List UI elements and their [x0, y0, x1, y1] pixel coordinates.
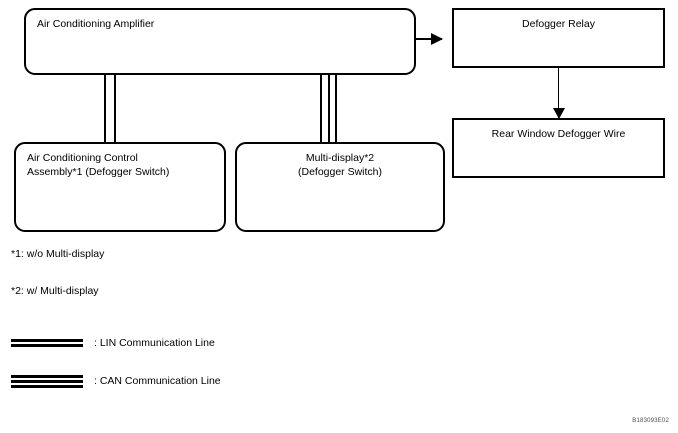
legend-item-can: : CAN Communication Line [11, 371, 221, 391]
block-air-conditioning-control-assembly: Air Conditioning Control Assembly*1 (Def… [14, 142, 226, 232]
block-label-multi-display: Multi-display*2 (Defogger Switch) [297, 152, 383, 178]
block-label-rear-window-defogger-wire: Rear Window Defogger Wire [491, 128, 626, 140]
bus-conductor [104, 73, 106, 144]
footnote-2: *2: w/ Multi-display [11, 285, 99, 297]
connector-can-bus-amplifier-to-multi-display [320, 73, 337, 144]
bus-conductor [114, 73, 116, 144]
legend-label-lin: : LIN Communication Line [94, 337, 215, 349]
arrow-defogger-relay-to-rear-window-defogger-wire [552, 68, 565, 119]
arrow-amplifier-to-defogger-relay [416, 33, 443, 45]
can-line-symbol-icon [11, 374, 83, 388]
reference-code: B183093E02 [632, 418, 669, 424]
block-multi-display: Multi-display*2 (Defogger Switch) [235, 142, 445, 232]
block-label-air-conditioning-amplifier: Air Conditioning Amplifier [37, 18, 155, 30]
legend-item-lin: : LIN Communication Line [11, 333, 215, 353]
block-defogger-relay: Defogger Relay [452, 8, 665, 68]
bus-conductor [335, 73, 337, 144]
block-label-air-conditioning-control-assembly: Air Conditioning Control Assembly*1 (Def… [27, 152, 170, 178]
block-air-conditioning-amplifier: Air Conditioning Amplifier [24, 8, 416, 75]
bus-conductor [327, 73, 330, 144]
footnote-1: *1: w/o Multi-display [11, 248, 105, 260]
block-label-defogger-relay: Defogger Relay [522, 18, 595, 30]
connector-lin-bus-amplifier-to-control-assembly [104, 73, 116, 144]
bus-conductor [320, 73, 322, 144]
block-rear-window-defogger-wire: Rear Window Defogger Wire [452, 118, 665, 178]
legend-label-can: : CAN Communication Line [94, 375, 221, 387]
lin-line-symbol-icon [11, 339, 83, 347]
